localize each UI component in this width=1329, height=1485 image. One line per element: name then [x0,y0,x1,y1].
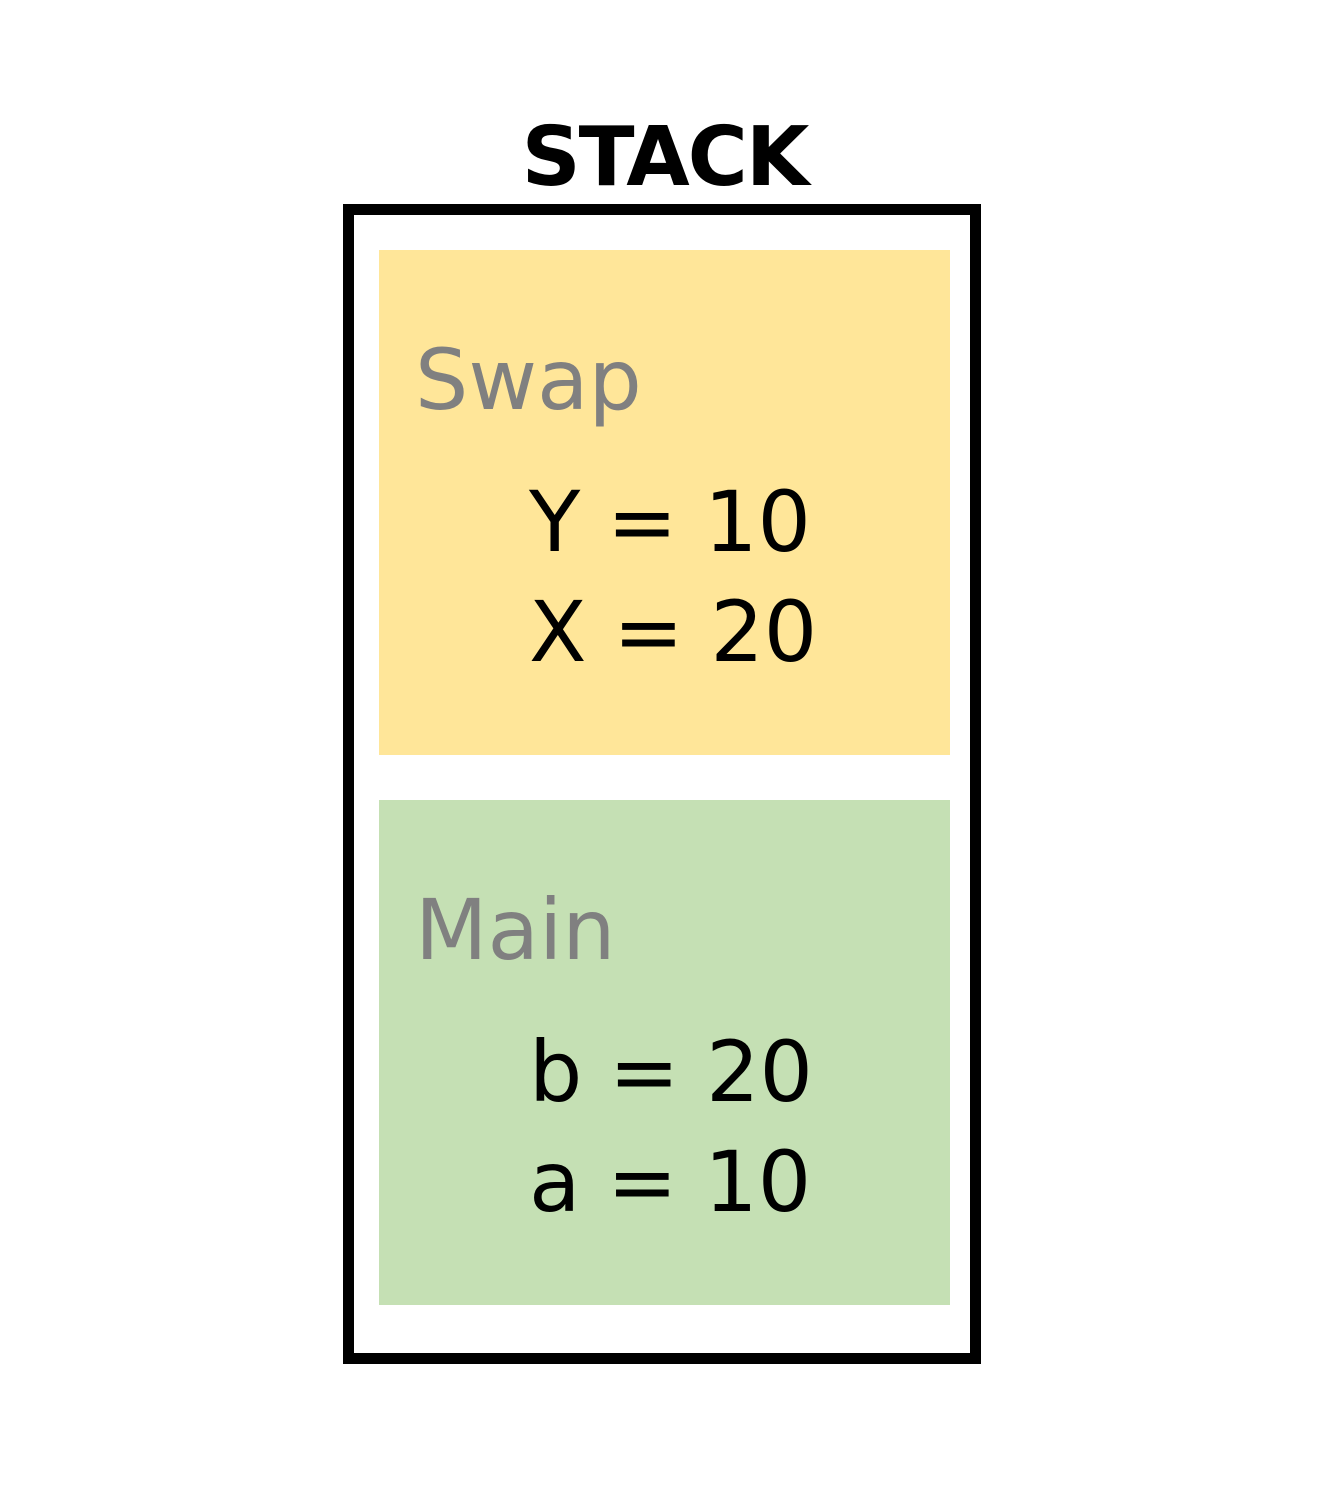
frame-label: Swap [415,331,642,429]
frame-variable: a = 10 [529,1133,812,1231]
frame-variable: b = 20 [529,1023,813,1121]
frame-label: Main [415,881,616,979]
stack-box: Swap Y = 10 X = 20 Main b = 20 a = 10 [343,204,981,1364]
frame-variable: X = 20 [529,583,818,681]
stack-title: STACK [521,110,810,205]
stack-frame-main: Main b = 20 a = 10 [379,800,950,1305]
stack-frame-swap: Swap Y = 10 X = 20 [379,250,950,755]
frame-variable: Y = 10 [529,473,811,571]
